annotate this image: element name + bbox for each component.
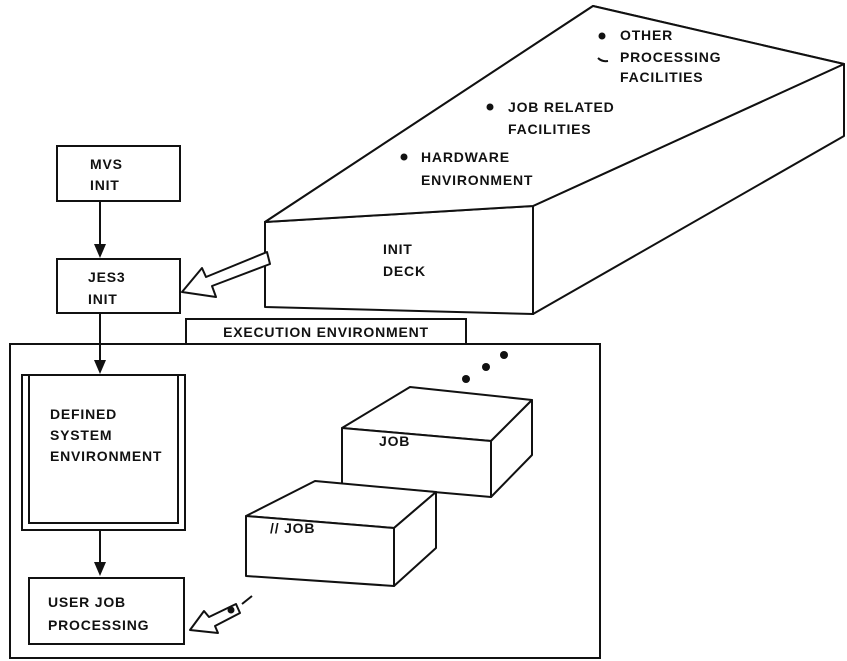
- bullet-hardware-line2: ENVIRONMENT: [421, 172, 533, 188]
- defined-system-line1: DEFINED: [50, 406, 117, 422]
- mvs-init-line2: INIT: [90, 177, 120, 193]
- ellipsis-dot: [500, 351, 508, 359]
- job-back-label: JOB: [379, 433, 410, 449]
- bullet-job-related-line1: JOB RELATED: [508, 99, 615, 115]
- ellipsis-dot: [462, 375, 470, 383]
- jes3-init-rect: [57, 259, 180, 313]
- mvs-init-line1: MVS: [90, 156, 123, 172]
- bullet-other-line3: FACILITIES: [620, 69, 703, 85]
- bullet-other-line2: PROCESSING: [620, 49, 721, 65]
- bullet-dot: [487, 104, 494, 111]
- execution-environment-title: EXECUTION ENVIRONMENT: [223, 324, 429, 340]
- user-job-line2: PROCESSING: [48, 617, 149, 633]
- init-deck-side-face: [265, 206, 533, 314]
- init-deck-label-line2: DECK: [383, 263, 426, 279]
- jes3-init-line2: INIT: [88, 291, 118, 307]
- init-deck-label-line1: INIT: [383, 241, 413, 257]
- defined-system-line2: SYSTEM: [50, 427, 112, 443]
- bullet-job-related-line2: FACILITIES: [508, 121, 591, 137]
- hollow-arrow: [182, 252, 270, 297]
- job-front-label: // JOB: [270, 520, 315, 536]
- bullet-dot: [599, 33, 606, 40]
- init-deck: INIT DECK OTHER PROCESSING FACILITIES JO…: [265, 6, 844, 314]
- deck-to-jes3-arrow: [182, 252, 270, 297]
- job-cube-front-face: [246, 516, 394, 586]
- ellipsis-dot: [482, 363, 490, 371]
- jes3-init-box: JES3 INIT: [57, 259, 180, 313]
- user-job-rect: [29, 578, 184, 644]
- bullet-other-line1: OTHER: [620, 27, 673, 43]
- bullet-hardware-line1: HARDWARE: [421, 149, 510, 165]
- defined-system-box: DEFINED SYSTEM ENVIRONMENT: [22, 375, 185, 530]
- arrow-dot: [228, 607, 235, 614]
- defined-system-line3: ENVIRONMENT: [50, 448, 162, 464]
- user-job-line1: USER JOB: [48, 594, 126, 610]
- user-job-box: USER JOB PROCESSING: [29, 578, 184, 644]
- jes3-init-line1: JES3: [88, 269, 125, 285]
- arrowhead-icon: [94, 244, 106, 258]
- bullet-dot: [401, 154, 408, 161]
- mvs-init-box: MVS INIT: [57, 146, 180, 201]
